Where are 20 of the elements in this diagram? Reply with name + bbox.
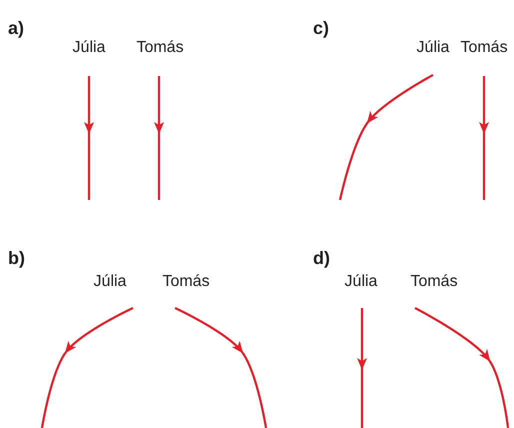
- name-label: Tomás: [162, 272, 210, 292]
- name-label: Júlia: [72, 38, 106, 58]
- name-label: Tomás: [136, 38, 184, 58]
- panel-label: d): [313, 248, 330, 268]
- name-label: Júlia: [416, 38, 450, 58]
- trajectory-arrow: [479, 76, 489, 134]
- panel-label: c): [313, 18, 330, 38]
- panel-label: a): [8, 18, 24, 38]
- trajectory-arrow: [84, 76, 94, 134]
- trajectory-arrow: [357, 308, 367, 370]
- name-label: Tomás: [410, 272, 458, 292]
- trajectory-arrow: [414, 307, 490, 362]
- trajectory-arrow: [154, 76, 164, 134]
- trajectory-arrow: [366, 74, 434, 124]
- panel-label: b): [8, 248, 25, 268]
- trajectory-arrow: [174, 307, 244, 354]
- name-label: Júlia: [94, 272, 126, 292]
- name-label: Júlia: [344, 272, 378, 292]
- trajectory-arrow: [64, 307, 134, 354]
- name-label: Tomás: [460, 38, 508, 58]
